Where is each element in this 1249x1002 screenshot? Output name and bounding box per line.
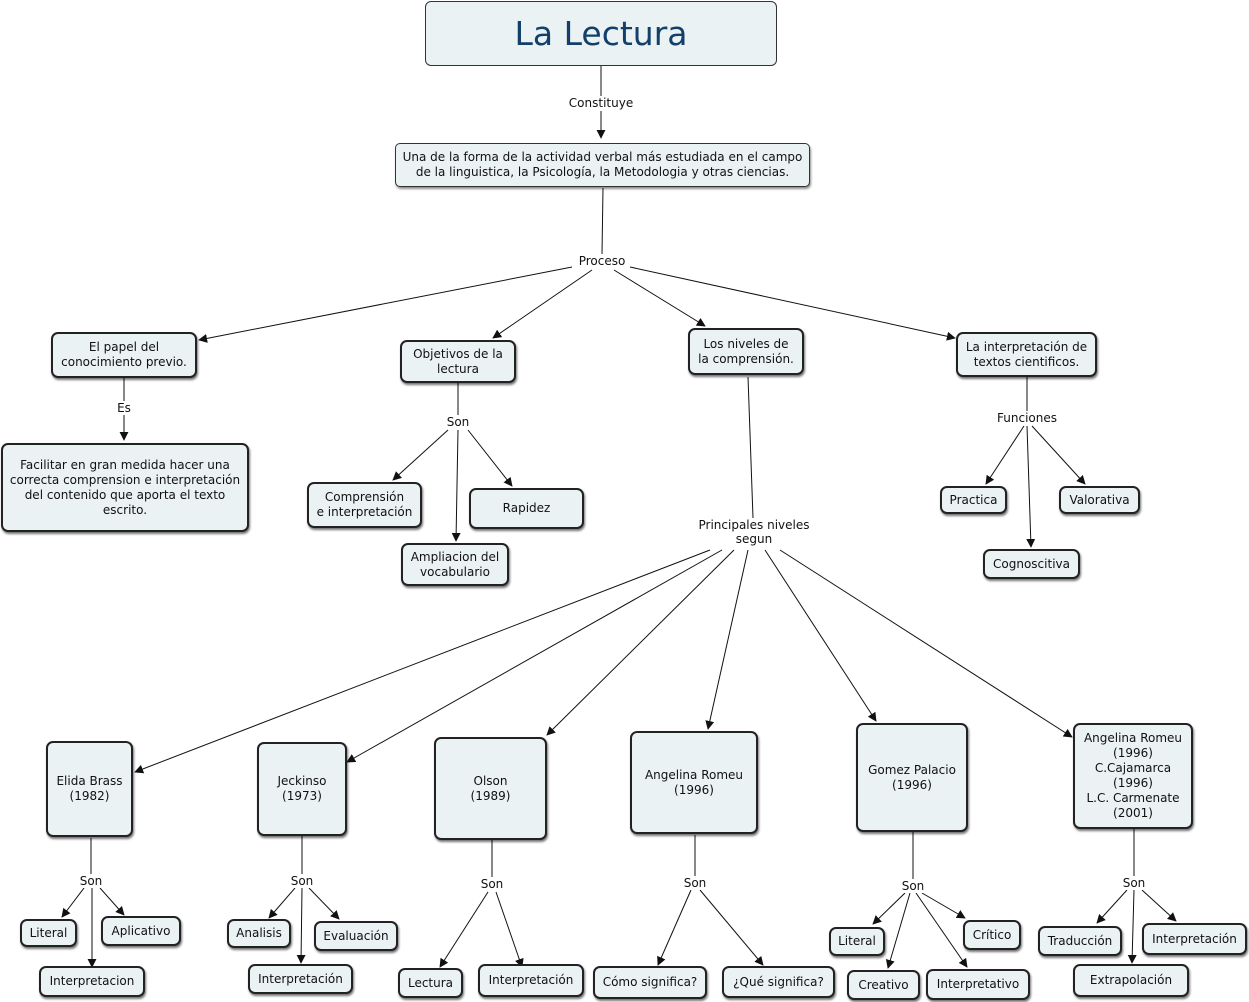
node-papel-conocimiento: El papel del conocimiento previo. [51,332,197,378]
node-angelina-traduccion: Traducción [1038,926,1122,956]
node-jeckinso-analisis: Analisis [227,919,291,948]
link-label-proceso: Proceso [576,254,628,268]
node-rapidez: Rapidez [469,488,584,529]
node-gomez-palacio: Gomez Palacio (1996) [856,723,968,832]
node-jeckinso: Jeckinso (1973) [257,742,347,836]
link-label-son-objetivos: Son [444,415,472,429]
node-gomez-critico: Crítico [963,920,1021,950]
link-label-son-romeu: Son [681,876,709,890]
node-jeckinso-evaluacion: Evaluación [314,921,398,951]
node-niveles-comprension: Los niveles de la comprensión. [688,328,804,375]
node-objetivos: Objetivos de la lectura [400,340,516,383]
node-olson: Olson (1989) [434,737,547,840]
node-practica: Practica [940,486,1007,514]
link-label-son-angelina: Son [1120,876,1148,890]
node-gomez-literal: Literal [829,927,885,956]
link-label-son-elida: Son [77,874,105,888]
node-gomez-interpretativo: Interpretativo [926,969,1030,1000]
node-jeckinso-interpretacion: Interpretación [248,964,353,994]
node-elida-aplicativo: Aplicativo [101,916,181,946]
node-facilitar: Facilitar en gran medida hacer una corre… [1,443,249,532]
link-label-son-gomez: Son [899,879,927,893]
node-olson-lectura: Lectura [398,968,463,998]
node-valorativa: Valorativa [1059,486,1140,514]
link-label-constituye: Constituye [566,96,636,110]
node-cognoscitiva: Cognoscitiva [983,549,1080,579]
node-romeu-como-significa: Cómo significa? [593,966,707,999]
node-elida-interpretacion: Interpretacion [39,966,145,997]
concept-map-title: La Lectura [425,1,777,66]
node-definicion: Una de la forma de la actividad verbal m… [395,143,810,187]
link-label-principales-niveles: Principales niveles segun [696,518,812,546]
link-label-funciones: Funciones [995,411,1059,425]
node-comprension: Comprensión e interpretación [307,482,422,528]
node-olson-interpretacion: Interpretación [478,964,584,997]
node-romeu-que-significa: ¿Qué significa? [722,966,835,998]
node-angelina-extrapolacion: Extrapolación [1073,964,1189,997]
node-elida-brass: Elida Brass (1982) [46,741,133,837]
node-elida-literal: Literal [20,919,77,947]
node-angelina-cajamarca-carmenate: Angelina Romeu (1996) C.Cajamarca (1996)… [1073,723,1193,829]
link-label-es: Es [115,401,133,415]
link-label-son-olson: Son [478,877,506,891]
node-ampliacion: Ampliacion del vocabulario [401,543,509,586]
node-gomez-creativo: Creativo [847,970,920,1000]
link-label-son-jeckinso: Son [288,874,316,888]
node-interpretacion-textos: La interpretación de textos cientificos. [956,332,1097,377]
node-angelina-romeu: Angelina Romeu (1996) [630,731,758,834]
node-angelina-interpretacion: Interpretación [1142,923,1247,955]
